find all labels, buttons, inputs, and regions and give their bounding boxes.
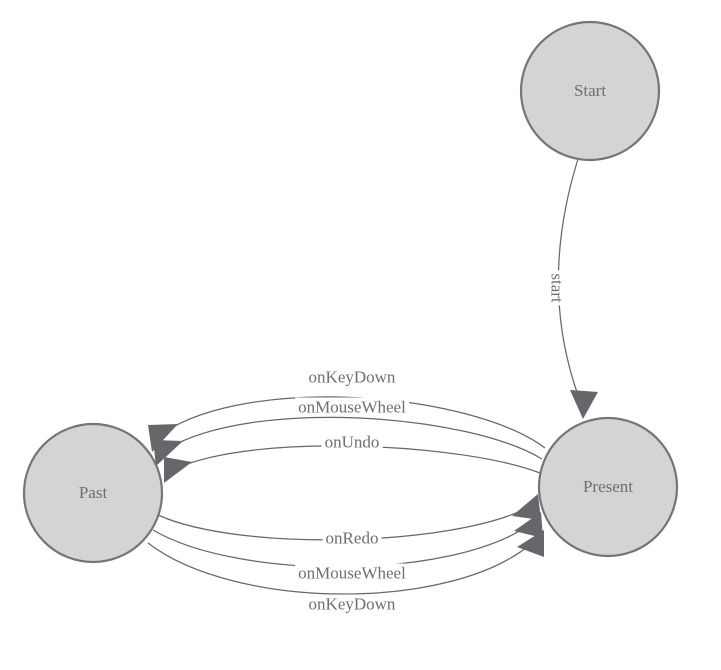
node-present-circle: [537, 416, 679, 558]
edge-label-past-present-keydown: onKeyDown: [305, 594, 399, 614]
edge-past-to-present-keydown-arrowhead: [517, 530, 544, 557]
edge-present-to-past-undo-arrowhead: [164, 457, 192, 483]
edge-label-present-past-undo: onUndo: [321, 432, 383, 452]
node-start[interactable]: Start: [519, 20, 661, 162]
edge-present-to-past-mousewheel[interactable]: [153, 416, 543, 466]
edge-label-past-present-mousewheel: onMouseWheel: [295, 563, 409, 583]
node-past[interactable]: Past: [22, 422, 164, 564]
edge-label-present-past-mousewheel: onMouseWheel: [295, 397, 409, 417]
node-start-circle: [519, 20, 661, 162]
edge-label-past-present-redo: onRedo: [322, 528, 382, 548]
node-past-label: Past: [79, 483, 108, 502]
edge-present-to-past-mousewheel-arrowhead: [153, 440, 183, 466]
node-start-label: Start: [574, 81, 606, 100]
node-present[interactable]: Present: [537, 416, 679, 558]
edge-label-start: start: [547, 270, 567, 306]
edge-past-to-present-redo-arrowhead: [512, 494, 541, 520]
node-past-circle: [22, 422, 164, 564]
edge-label-present-past-keydown: onKeyDown: [305, 367, 399, 387]
edge-present-to-past-mousewheel-path: [166, 416, 543, 460]
edge-past-to-present-keydown[interactable]: [147, 530, 544, 595]
node-present-label: Present: [583, 477, 633, 496]
edge-start-to-present-arrowhead: [570, 390, 598, 419]
edge-past-to-present-mousewheel-arrowhead: [514, 512, 543, 538]
edge-past-to-present-keydown-path: [147, 542, 533, 595]
